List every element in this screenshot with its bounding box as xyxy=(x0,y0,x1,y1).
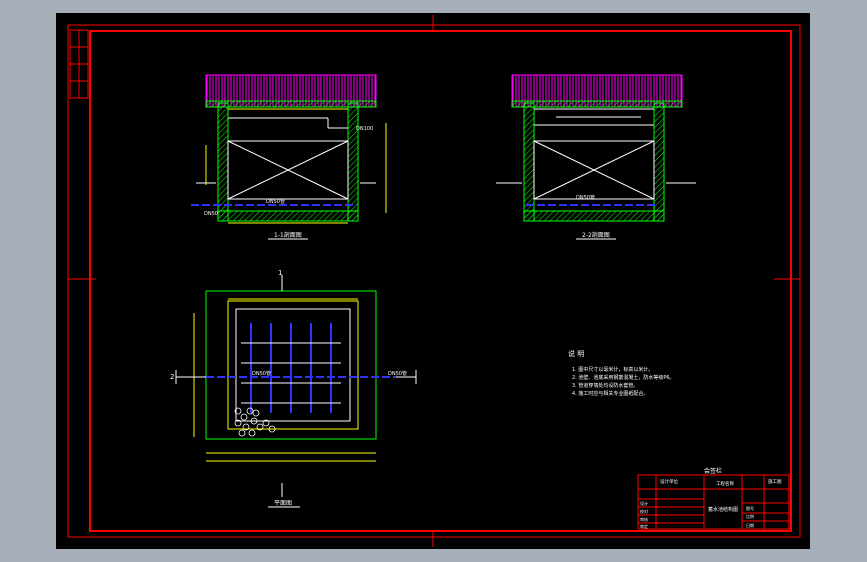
tb-row-2: 校对 xyxy=(640,508,648,514)
tb-stage: 施工图 xyxy=(768,478,782,485)
pipe-out-label: DN50 xyxy=(204,211,218,217)
notes-heading: 说 明 xyxy=(568,349,584,358)
section-2-2-title: 2-2剖面图 xyxy=(582,231,610,239)
plan-view: 1 2 DN50管 DN50管 平面图 xyxy=(170,269,417,508)
tb-drawing-no: 图号 xyxy=(746,505,754,511)
notes-block: 说 明 1. 图中尺寸以毫米计，标高以米计。 2. 池壁、池底采用钢筋混凝土，防… xyxy=(568,349,675,397)
outer-border xyxy=(67,24,801,538)
tb-drawing-name: 蓄水池结构图 xyxy=(708,506,738,513)
cut-mark-top: 1 xyxy=(278,269,282,277)
section-cut-icon xyxy=(175,275,417,497)
cad-drawing: DN100 DN50 DN50管 1-1剖面图 DN50管 2-2剖面图 xyxy=(67,15,801,547)
pipe-label-1: DN50管 xyxy=(266,198,285,205)
tb-row-1: 设计 xyxy=(640,500,648,506)
note-line-3: 3. 管道穿墙处均设防水套管。 xyxy=(572,382,638,389)
tb-design-unit: 设计单位 xyxy=(660,478,678,485)
tb-row-3: 审核 xyxy=(640,516,648,522)
tb-project: 工程名称 xyxy=(716,480,734,487)
plan-pipe-right: DN50管 xyxy=(388,370,407,377)
drawing-viewport[interactable]: DN100 DN50 DN50管 1-1剖面图 DN50管 2-2剖面图 xyxy=(56,13,810,549)
tb-scale: 比例 xyxy=(746,513,754,519)
note-line-4: 4. 施工时应与相关专业图纸配合。 xyxy=(572,390,648,397)
pipe-in-label: DN100 xyxy=(356,126,373,132)
plan-pipe-label: DN50管 xyxy=(252,370,271,377)
center-mark-icon xyxy=(68,15,800,547)
tb-row-4: 审定 xyxy=(640,523,648,529)
plan-title: 平面图 xyxy=(274,500,292,507)
title-block-top-label: 会签栏 xyxy=(704,467,722,475)
inner-border xyxy=(89,30,792,532)
pipe-label-2: DN50管 xyxy=(576,194,595,201)
section-2-2: DN50管 2-2剖面图 xyxy=(496,74,696,240)
section-1-1-title: 1-1剖面图 xyxy=(274,231,302,239)
title-block: 会签栏 设计单位 工程名称 蓄水池结构图 施工图 图号 比例 日期 设计 校对 … xyxy=(637,467,790,530)
cut-mark-side: 2 xyxy=(170,373,174,381)
tb-date: 日期 xyxy=(746,522,754,528)
note-line-1: 1. 图中尺寸以毫米计，标高以米计。 xyxy=(572,366,653,373)
section-1-1: DN100 DN50 DN50管 1-1剖面图 xyxy=(191,74,387,240)
note-line-2: 2. 池壁、池底采用钢筋混凝土，防水等级P6。 xyxy=(572,374,675,381)
